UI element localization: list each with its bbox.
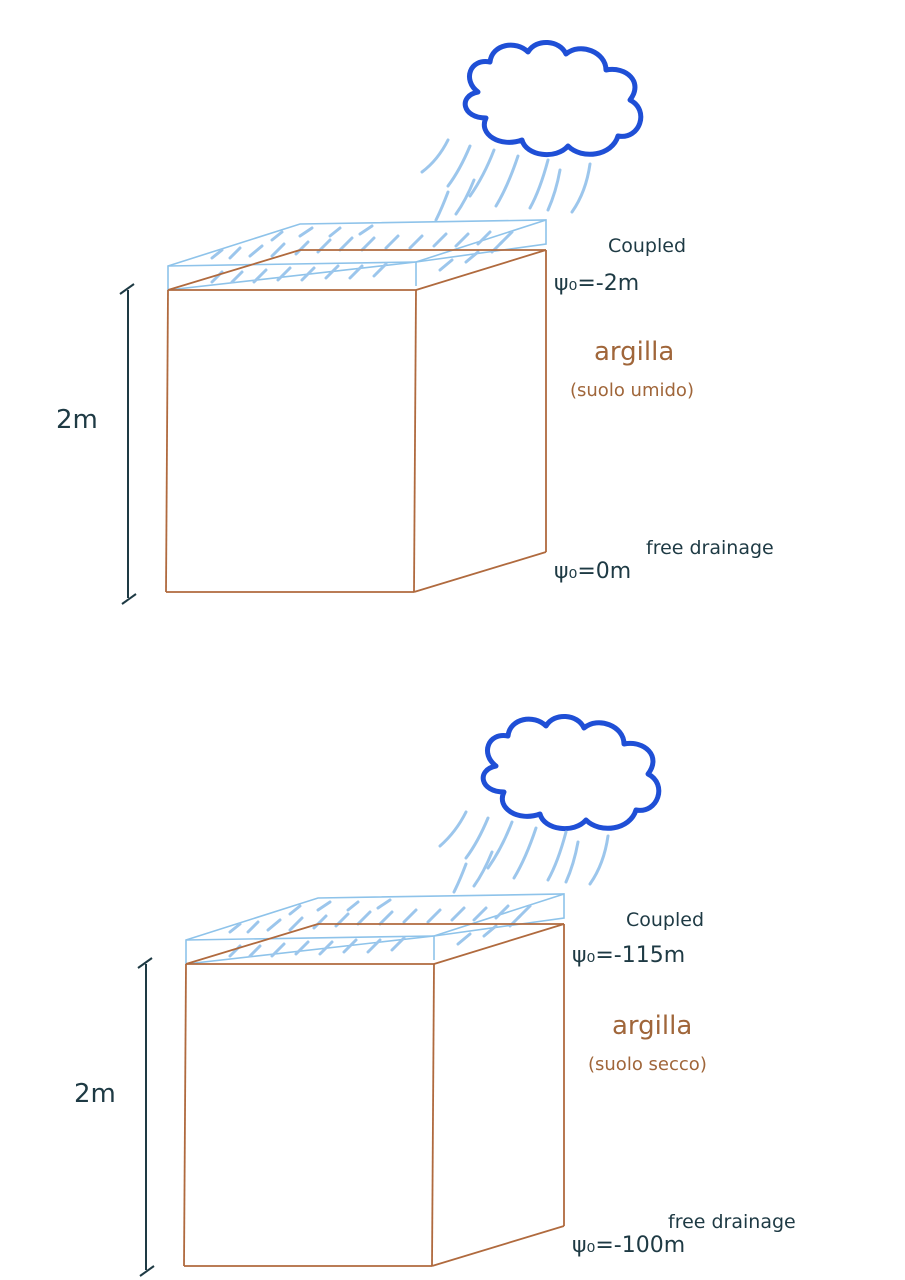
bottom-condition-title: free drainage xyxy=(668,1211,796,1233)
height-dimension xyxy=(119,283,137,605)
cloud-icon xyxy=(462,40,644,158)
top-condition-title: Coupled xyxy=(608,235,686,257)
soil-column xyxy=(165,249,547,593)
top-condition-title: Coupled xyxy=(626,909,704,931)
height-dimension xyxy=(137,957,155,1277)
water-hatching xyxy=(228,898,532,958)
bottom-condition-value: ψ₀=-100m xyxy=(572,1233,685,1258)
water-layer xyxy=(185,893,565,965)
panel-2: 2m Coupled ψ₀=-115m argilla (suolo secco… xyxy=(74,714,796,1277)
rain-icon xyxy=(420,138,592,222)
bottom-condition-value: ψ₀=0m xyxy=(554,559,631,584)
rain-icon xyxy=(438,810,610,894)
water-hatching xyxy=(210,224,514,284)
soil-name: argilla xyxy=(594,337,674,367)
height-label: 2m xyxy=(56,405,98,435)
top-condition-value: ψ₀=-115m xyxy=(572,943,685,968)
height-label: 2m xyxy=(74,1079,116,1109)
water-layer xyxy=(167,219,547,291)
panel-1: 2m Coupled ψ₀=-2m argilla (suolo umido) … xyxy=(56,40,774,605)
bottom-condition-title: free drainage xyxy=(646,537,774,559)
top-condition-value: ψ₀=-2m xyxy=(554,271,639,296)
soil-column xyxy=(183,923,565,1267)
soil-name: argilla xyxy=(612,1011,692,1041)
soil-state: (suolo secco) xyxy=(588,1054,707,1075)
cloud-icon xyxy=(480,714,662,832)
soil-state: (suolo umido) xyxy=(570,380,694,401)
